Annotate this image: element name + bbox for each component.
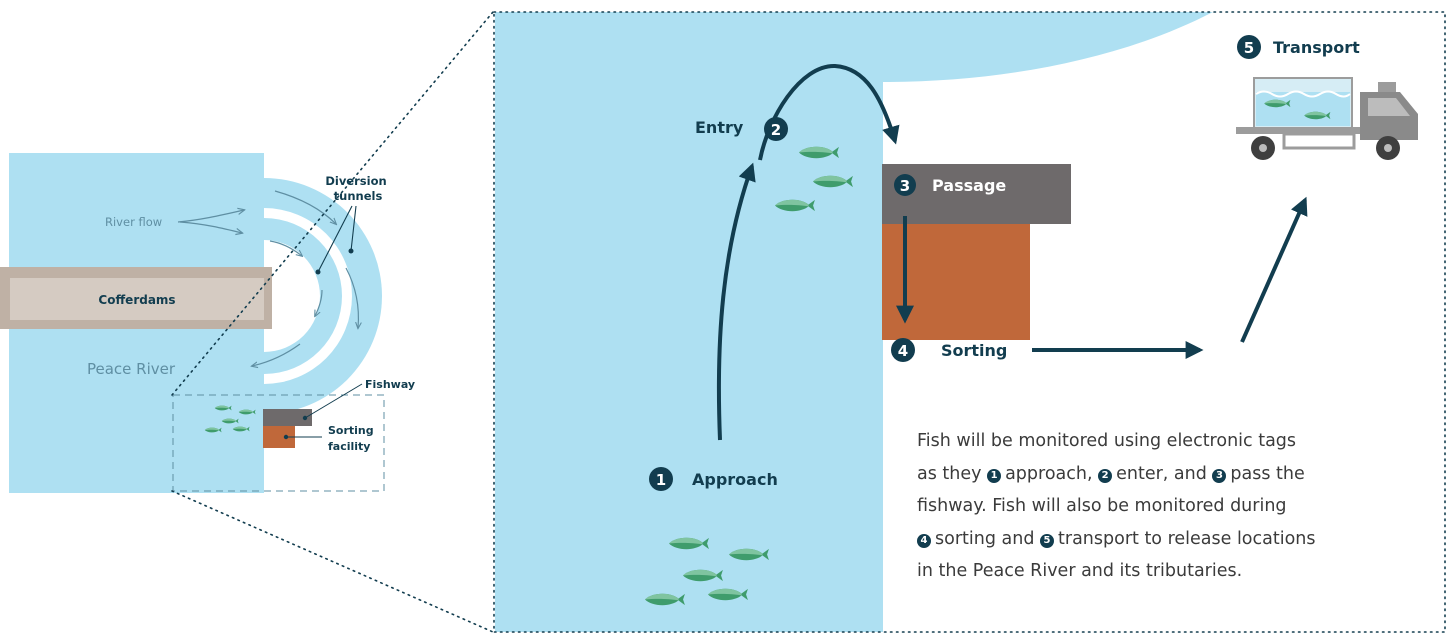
tunnels-leader-line xyxy=(317,205,353,273)
step-4-inline-badge: 4 xyxy=(917,533,931,548)
step-label: Sorting xyxy=(941,341,1007,360)
peace-river-label: Peace River xyxy=(87,360,176,378)
river-flow-arrow-icon xyxy=(179,221,242,233)
cofferdams-label: Cofferdams xyxy=(98,293,175,307)
tunnel-flow-arrow-icon xyxy=(269,240,302,256)
step-number: 5 xyxy=(1244,39,1254,57)
river-flow-arrow-icon xyxy=(177,210,244,223)
tunnel-flow-arrow-icon xyxy=(315,289,323,316)
description-line2-c: enter, and xyxy=(1116,463,1207,484)
tunnel-flow-arrow-icon xyxy=(345,267,358,328)
sorting-facility-small xyxy=(263,426,295,448)
description-line4-b: transport to release locations xyxy=(1058,528,1316,549)
river-flow-label: River flow xyxy=(105,215,162,229)
diversion-tunnel-inner xyxy=(264,218,342,374)
fishway-label: Fishway xyxy=(365,378,415,391)
step-sorting: 4 Sorting xyxy=(891,338,1007,362)
step-number-badge xyxy=(1237,35,1261,59)
zoomed-panel: 1 Approach 2 Entry 3 Passage 4 Sorting 5… xyxy=(493,11,1446,633)
step-2-inline-badge: 2 xyxy=(1098,468,1113,483)
description-text: Fish will be monitored using electronic … xyxy=(917,425,1437,588)
description-line4-a: sorting and xyxy=(935,528,1035,549)
description-line2-b: approach, xyxy=(1005,463,1093,484)
transport-truck-icon xyxy=(1236,77,1418,160)
passage-fishway xyxy=(882,164,1071,224)
step-label: Passage xyxy=(932,176,1006,195)
step-number-badge xyxy=(894,174,916,196)
step-label: Approach xyxy=(692,470,778,489)
step-number-badge xyxy=(891,338,915,362)
description-line3: fishway. Fish will also be monitored dur… xyxy=(917,496,1287,516)
description-line2-d: pass the xyxy=(1230,463,1305,484)
description-line5: in the Peace River and its tributaries. xyxy=(917,561,1243,581)
step-number-badge xyxy=(764,117,788,141)
step-entry: 2 Entry xyxy=(695,117,788,141)
step-number: 3 xyxy=(900,177,910,195)
description-line2-a: as they xyxy=(917,463,982,484)
step-passage: 3 Passage xyxy=(894,174,1006,196)
zoom-connector-top xyxy=(171,11,494,396)
step-number: 2 xyxy=(771,121,781,139)
step-3-inline-badge: 3 xyxy=(1212,468,1227,483)
cofferdams-inner xyxy=(10,278,264,320)
step-label: Transport xyxy=(1273,38,1360,57)
step-label: Entry xyxy=(695,118,744,137)
step-number-badge xyxy=(649,467,673,491)
zoom-connector-bottom xyxy=(171,490,494,633)
zoom-dotted-border xyxy=(493,11,1446,633)
step-approach: 1 Approach xyxy=(649,467,778,491)
transport-arrow-icon xyxy=(1240,196,1308,343)
inset-dashed-box xyxy=(172,394,385,492)
sorting-facility-label-line2: facility xyxy=(328,440,370,453)
approach-arrow-icon xyxy=(716,162,756,441)
fishway-leader-line xyxy=(304,383,363,419)
overview-map: Cofferdams River flow Diversion tunnels … xyxy=(0,153,415,493)
step-number: 1 xyxy=(656,471,666,489)
step-transport: 5 Transport xyxy=(1237,35,1360,59)
zoom-water xyxy=(495,12,883,632)
tunnel-flow-arrow-icon xyxy=(252,343,301,366)
tunnels-leader-line xyxy=(350,205,357,252)
fishway-small xyxy=(263,409,312,426)
step-5-inline-badge: 5 xyxy=(1040,533,1055,548)
tunnel-flow-arrow-icon xyxy=(274,190,336,224)
diversion-tunnels-label-line1: Diversion xyxy=(325,174,386,188)
step-1-inline-badge: 1 xyxy=(987,468,1002,483)
step-number: 4 xyxy=(898,342,908,360)
sorting-facility-label-line1: Sorting xyxy=(328,424,374,437)
diversion-tunnels-label-line2: tunnels xyxy=(334,189,383,203)
description-line1: Fish will be monitored using electronic … xyxy=(917,431,1297,451)
zoom-tunnel-water xyxy=(883,12,1213,82)
